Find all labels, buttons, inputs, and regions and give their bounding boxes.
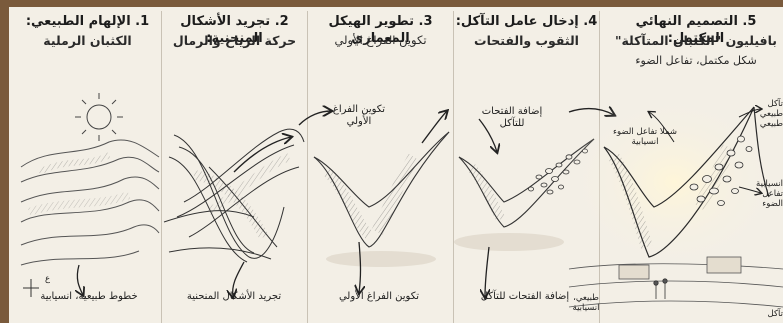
stage1-dunes xyxy=(20,139,160,266)
stage3-subtitle: تكوين الفراغ الأولي xyxy=(334,33,427,47)
stage5-annotation-light: شملا تفاعل الضوء انسيابية xyxy=(613,127,677,147)
stage5-title: 5. التصميم النهائي المكتمل: xyxy=(635,14,757,46)
sketch-paper: 1. الإلهام الطبيعي: الكثبان الرملية 2. ت… xyxy=(9,7,783,323)
stage4-annotation-bottom: إضافة الفتحات للتآكل xyxy=(480,291,570,302)
stage3-annotation-bottom: تكوين الفراغ الأولي xyxy=(338,291,420,302)
stage5-flow-arrow xyxy=(738,186,761,193)
stage2-annotation: تجريد الأشكال المنحنية xyxy=(186,291,282,302)
stage3-title: 3. تطوير الهيكل المعماري xyxy=(328,14,433,46)
sketch-drawings xyxy=(20,92,783,308)
stage1-annotation: خطوط طبيعية، انسيابية xyxy=(40,291,138,302)
stage2-arrow-up xyxy=(233,137,291,173)
stage5-annotation-flow: انسيابية تفاعل الضوء xyxy=(756,179,783,209)
stage4-annotation-top: إضافة الفتحات للتآكل xyxy=(481,106,543,129)
stage1-subtitle: الكثبان الرملية xyxy=(43,33,132,48)
stage2-to-3-arrow xyxy=(298,111,331,126)
stage3-arrow-up xyxy=(421,111,447,144)
stage5-annotation-texture: تآكل طبيعي طبيعي xyxy=(759,99,783,129)
stage5-people-icon xyxy=(653,278,668,299)
stage1-compass-label: ع xyxy=(45,274,51,284)
stage4-arrow-in xyxy=(478,118,497,152)
stage5-annotation-corner: تآكل xyxy=(767,309,783,319)
stage5-ground xyxy=(568,256,783,308)
stage1-title: 1. الإلهام الطبيعي: xyxy=(25,14,150,29)
stage2-subtitle: حركة الرياح والرمال xyxy=(172,33,297,48)
column-divider xyxy=(453,11,454,323)
stage1-arrow xyxy=(77,264,83,295)
stage5-caption: شكل مكتمل، تفاعل الضوء xyxy=(635,54,757,67)
stage3-saddle-form xyxy=(313,131,450,267)
stage2-curves xyxy=(163,128,305,263)
stage5-pavilion-form xyxy=(603,106,770,258)
stage5-openings xyxy=(689,135,753,206)
column-divider xyxy=(307,11,308,323)
stage2-title: 2. تجريد الأشكال المنحنية: xyxy=(180,14,289,46)
stage1-compass-icon xyxy=(23,279,39,297)
column-divider xyxy=(161,11,162,323)
stage3-annotation-top: تكوين الفراغ الأولي xyxy=(332,104,386,127)
stage3-arrow-down xyxy=(359,241,361,293)
stage4-perforated-form xyxy=(454,138,595,251)
stage5-subtitle: بافيليون "الكثبان المتآكلة" xyxy=(614,33,778,48)
stage5-light-arrow xyxy=(649,112,675,143)
stage5-texture-arrow xyxy=(738,109,761,118)
stage4-title: 4. إدخال عامل التآكل: xyxy=(455,14,598,29)
stage4-arrow-down xyxy=(485,246,489,297)
stage4-subtitle: الثقوب والفتحات xyxy=(474,33,579,48)
stage1-sun-icon xyxy=(75,93,123,141)
stage2-arrow-down xyxy=(233,261,245,297)
stage5-annotation-ground: طبيعي، انسيابية xyxy=(572,293,600,313)
